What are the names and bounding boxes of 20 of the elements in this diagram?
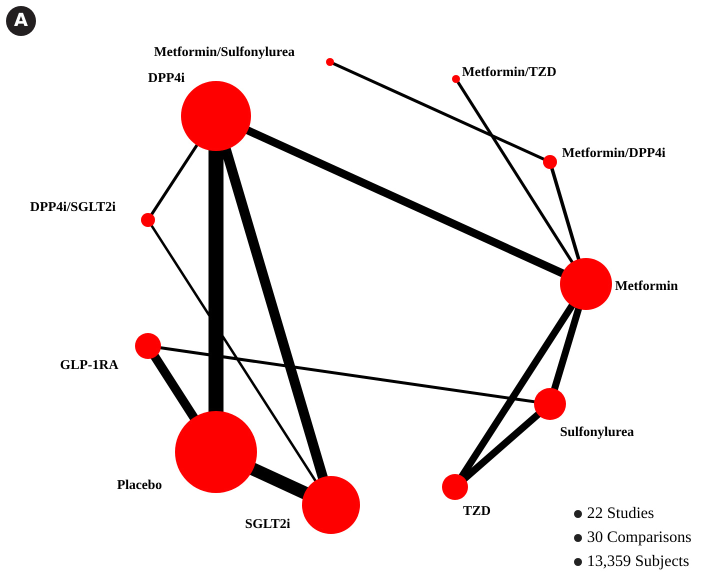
node-label: TZD bbox=[463, 503, 491, 519]
connector-line bbox=[550, 305, 583, 392]
node-label: DPP4i/SGLT2i bbox=[30, 199, 116, 215]
panel-letter: A bbox=[6, 6, 36, 36]
node-label: Metformin bbox=[615, 278, 678, 294]
connector-line bbox=[456, 81, 575, 266]
node-label: Metformin/DPP4i bbox=[562, 145, 666, 161]
node-label: Metformin/Sulfonylurea bbox=[154, 44, 295, 60]
legend-text: 13,359 Subjects bbox=[587, 553, 690, 571]
node-label: DPP4i bbox=[148, 70, 185, 86]
connector-line bbox=[159, 346, 536, 404]
node-label: GLP-1RA bbox=[60, 357, 118, 373]
legend-text: 22 Studies bbox=[587, 505, 654, 523]
node-label: Placebo bbox=[117, 477, 162, 493]
connector-line bbox=[332, 62, 545, 161]
node-label: SGLT2i bbox=[245, 516, 290, 532]
node-label: Sulfonylurea bbox=[560, 424, 634, 440]
node-label: Metformin/TZD bbox=[462, 64, 556, 80]
connector-line bbox=[150, 224, 318, 484]
legend-text: 30 Comparisons bbox=[587, 529, 692, 547]
